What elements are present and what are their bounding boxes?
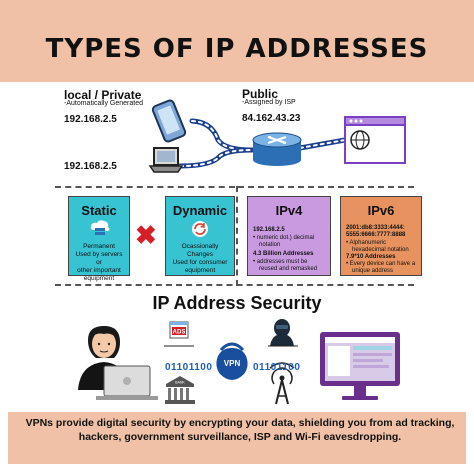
public-heading: Public: [242, 87, 279, 101]
local-sub: -Automatically Generated: [64, 100, 143, 107]
footer-text: VPNs provide digital security by encrypt…: [25, 417, 455, 443]
monitor-icon: [320, 332, 400, 400]
hacker-icon: [268, 319, 298, 347]
ipv6-bullet-2: • Every device can have a unique address: [346, 261, 416, 274]
ads-label: ADS: [173, 330, 186, 336]
header-band: [0, 0, 474, 82]
local-ip-2: 192.168.2.5: [64, 161, 117, 172]
browser-window-icon: [344, 116, 406, 164]
ipv4-title: IPv4: [275, 203, 303, 218]
security-title: IP Address Security: [152, 293, 322, 313]
static-box: Static Permanent Used by servers or othe…: [68, 196, 130, 282]
vpn-shield-icon: VPN: [216, 342, 248, 380]
ipv4-bullet-1: • numeric dot.) decimal notation: [253, 235, 315, 248]
static-text: Permanent Used by servers or other impor…: [75, 243, 123, 282]
ipv6-address: 2001:db8:3333:4444: 5555:6666:7777:8888: [346, 225, 406, 238]
ipv6-bullet-1: • Alphanumeric hexadecimal notation: [346, 240, 409, 253]
ipv4-address: 192.168.2.5: [253, 227, 285, 233]
binary-code-left: 01101100: [165, 362, 213, 373]
ipv4-bullet-2: • addresses must be reused and remasked: [253, 259, 318, 272]
server-cloud-icon: [90, 220, 110, 235]
footer-band: VPNs provide digital security by encrypt…: [8, 412, 466, 464]
dynamic-box: Dynamic Ocassionally Changes Used for co…: [165, 196, 235, 276]
person-with-laptop-icon: [78, 326, 158, 400]
public-ip: 84.162.43.23: [242, 113, 301, 124]
local-ip-1: 192.168.2.5: [64, 114, 117, 125]
ipv6-title: IPv6: [367, 203, 395, 218]
static-title: Static: [81, 203, 117, 218]
network-diagram: [148, 99, 406, 173]
ads-icon: ADS: [164, 321, 194, 347]
ipv4-count: 4.3 Billion Addresses: [253, 251, 314, 257]
laptop-icon: [148, 147, 184, 173]
router-icon: [252, 132, 302, 166]
divider-dashed: [55, 284, 414, 286]
refresh-icon: [192, 221, 208, 237]
bank-icon: BANK: [165, 376, 195, 404]
divider-dashed: [238, 186, 414, 188]
dynamic-text: Ocassionally Changes Used for consumer e…: [172, 243, 228, 274]
network-cable: [177, 118, 348, 169]
phone-icon: [151, 99, 187, 143]
security-illustration: ADS BANK VPN: [78, 319, 400, 405]
wifi-tower-icon: [269, 362, 295, 405]
cross-icon: ✖: [135, 220, 157, 250]
ipv6-box: IPv6 2001:db8:3333:4444: 5555:6666:7777:…: [340, 196, 422, 276]
local-heading: local / Private: [64, 88, 142, 102]
bank-label: BANK: [175, 381, 185, 385]
ipv4-box: IPv4 192.168.2.5 • numeric dot.) decimal…: [247, 196, 331, 276]
dynamic-title: Dynamic: [172, 203, 228, 218]
vpn-label: VPN: [224, 359, 241, 368]
binary-code-right: 01101100: [253, 362, 301, 373]
divider-dashed: [55, 186, 235, 188]
ipv6-count: 7.9*10 Addresses: [346, 254, 396, 260]
page-title: TYPES OF IP ADDRESSES: [45, 34, 429, 64]
public-sub: -Assigned by ISP: [242, 99, 296, 106]
divider-vertical: [236, 186, 238, 286]
